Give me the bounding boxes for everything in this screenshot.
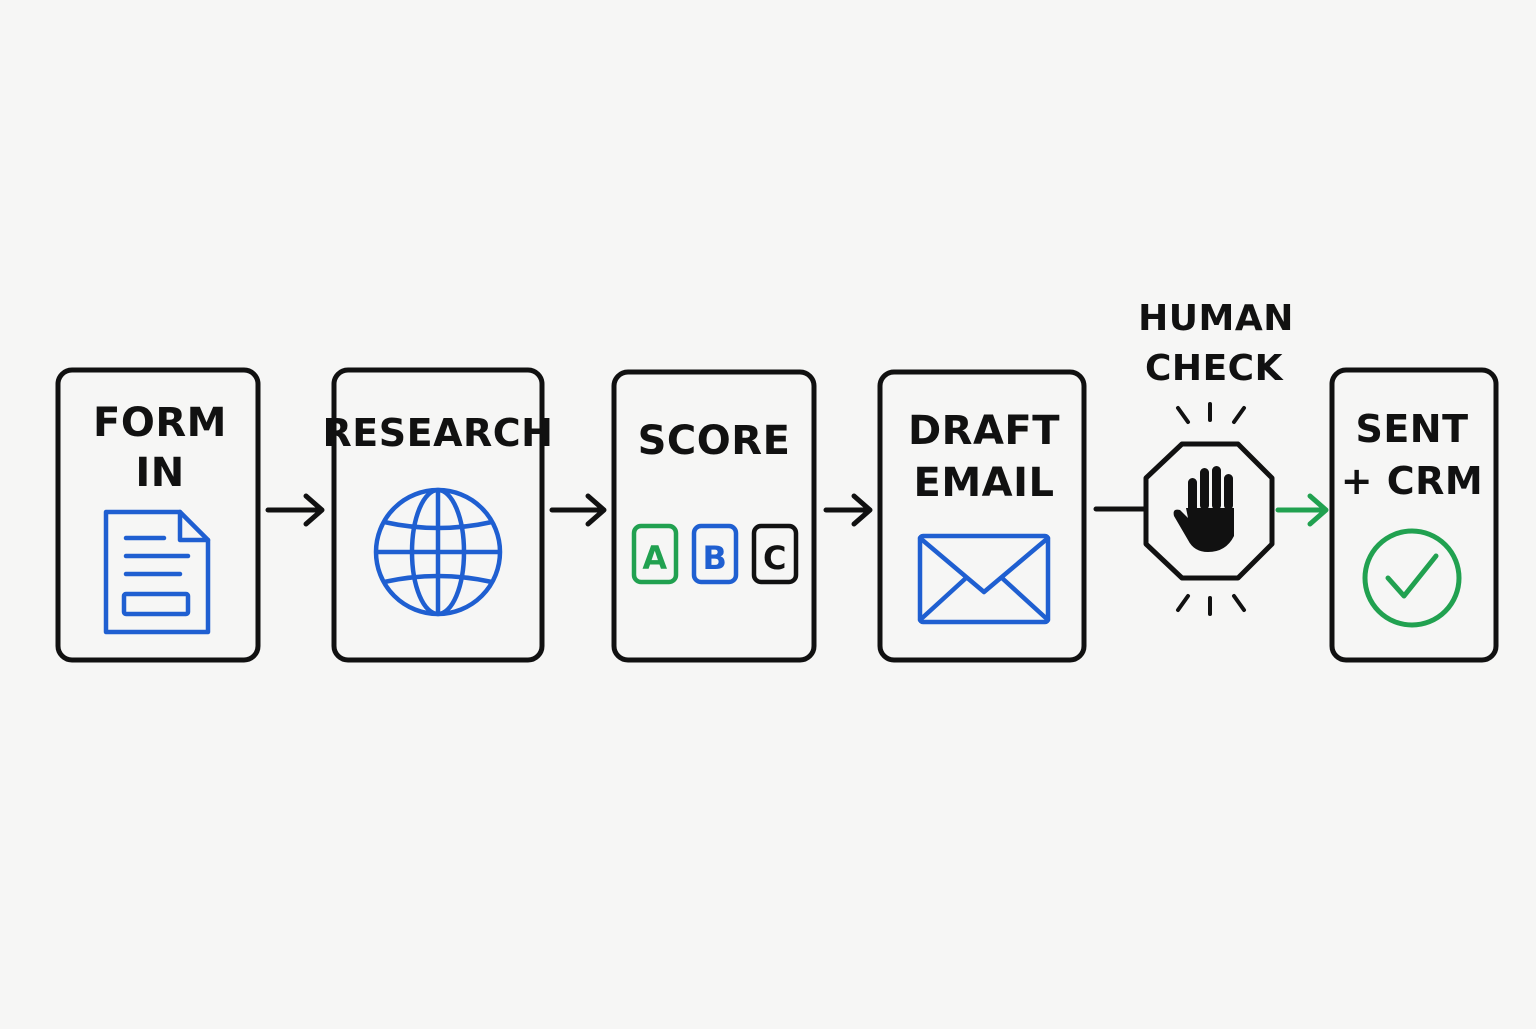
checkmark-circle-icon	[1362, 528, 1462, 628]
human-check: HUMAN CHECK	[1138, 298, 1294, 616]
human-check-label-line1: HUMAN	[1138, 298, 1294, 339]
step-label-line1: SENT	[1355, 407, 1468, 451]
step-box	[611, 369, 817, 663]
step-label-line2: EMAIL	[914, 460, 1055, 506]
hand-icon	[1173, 466, 1234, 552]
step-form-in: FORM IN	[55, 367, 261, 663]
step-label-line2: IN	[135, 450, 184, 496]
step-box	[877, 369, 1087, 663]
step-label-line1: SCORE	[638, 418, 791, 464]
stop-octagon	[1143, 441, 1275, 581]
grade-a-box: A	[631, 523, 679, 585]
grade-b-box: B	[691, 523, 739, 585]
grade-b-label: B	[703, 539, 728, 577]
attention-rays	[1176, 402, 1246, 616]
step-box	[1329, 367, 1499, 663]
globe-icon	[373, 487, 503, 617]
step-label-line1: DRAFT	[908, 408, 1060, 454]
human-check-label-line2: CHECK	[1145, 348, 1284, 389]
arrow-score-to-draft	[823, 493, 873, 527]
step-label-line2: + CRM	[1341, 459, 1484, 503]
arrow-form-to-research	[265, 493, 325, 527]
step-box	[331, 367, 545, 663]
document-icon	[103, 509, 211, 635]
arrow-research-to-score	[549, 493, 607, 527]
step-label-line1: RESEARCH	[323, 411, 554, 455]
arrow-check-to-sent	[1275, 493, 1329, 527]
step-score: SCORE A B C	[611, 369, 817, 663]
grade-boxes-icon: A B C	[631, 523, 799, 585]
step-research: RESEARCH	[323, 367, 554, 663]
grade-c-label: C	[763, 539, 787, 577]
grade-a-label: A	[642, 539, 667, 577]
step-box	[55, 367, 261, 663]
stop-hand-icon	[1143, 441, 1275, 581]
step-label-line1: FORM	[93, 400, 227, 446]
step-draft-email: DRAFT EMAIL	[877, 369, 1087, 663]
envelope-icon	[917, 533, 1051, 625]
grade-c-box: C	[751, 523, 799, 585]
step-sent-crm: SENT + CRM	[1329, 367, 1499, 663]
